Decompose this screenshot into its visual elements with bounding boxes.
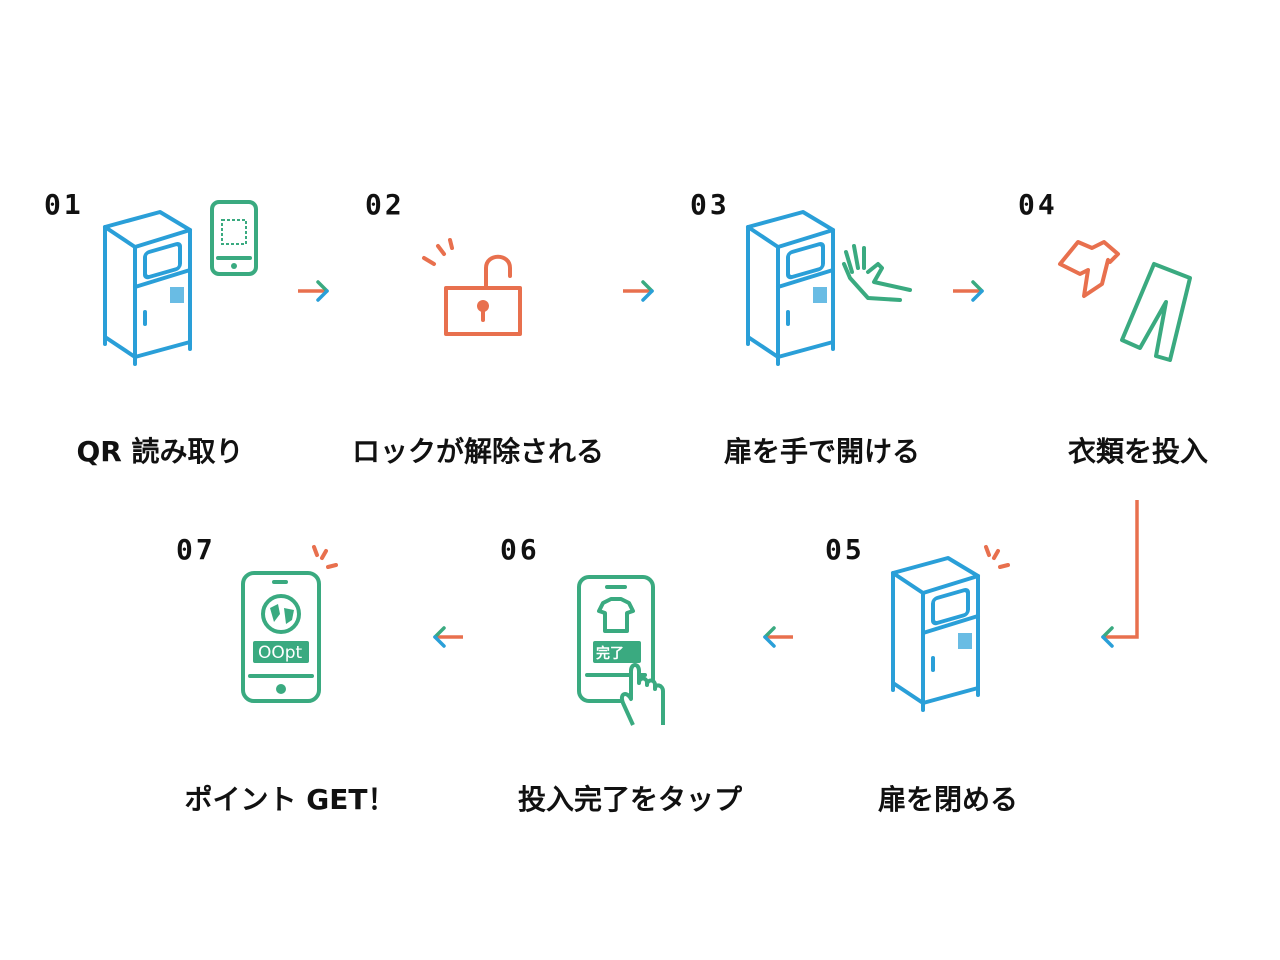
sparkle-icon <box>984 545 1010 569</box>
step-06-number: 06 <box>500 533 540 566</box>
step-05-number: 05 <box>825 533 865 566</box>
unlocked-padlock-icon <box>422 238 522 336</box>
locker-open-icon <box>746 210 835 366</box>
sparkle-icon <box>312 545 338 569</box>
step-02-caption: ロックが解除される <box>351 435 605 468</box>
arrow-down-left-icon <box>1101 500 1139 648</box>
phone-tap-icon <box>577 575 665 726</box>
points-label: OOpt <box>258 643 303 663</box>
qr-phone-icon <box>210 200 258 276</box>
locker-closed-icon <box>891 556 980 712</box>
hand-icon <box>842 244 912 302</box>
step-07-number: 07 <box>176 533 216 566</box>
step-03-number: 03 <box>690 188 730 221</box>
arrow-left-icon <box>433 626 465 648</box>
step-06-caption: 投入完了をタップ <box>517 783 743 816</box>
clothes-icon <box>1058 240 1192 362</box>
complete-button: 完了 <box>596 646 624 662</box>
phone-points-icon <box>241 571 321 703</box>
step-02-number: 02 <box>365 188 405 221</box>
step-04-caption: 衣類を投入 <box>1067 435 1209 468</box>
step-04-number: 04 <box>1018 188 1058 221</box>
step-01-number: 01 <box>44 188 84 221</box>
arrow-right-icon <box>621 280 654 302</box>
step-07-caption: ポイント GET！ <box>184 783 396 816</box>
locker-icon <box>103 210 192 366</box>
arrow-right-icon <box>296 280 329 302</box>
step-05-caption: 扉を閉める <box>877 783 1019 816</box>
step-01-caption: QR 読み取り <box>76 435 244 468</box>
step-03-caption: 扉を手で開ける <box>723 435 921 468</box>
arrow-right-icon <box>951 280 984 302</box>
arrow-left-icon <box>763 626 795 648</box>
